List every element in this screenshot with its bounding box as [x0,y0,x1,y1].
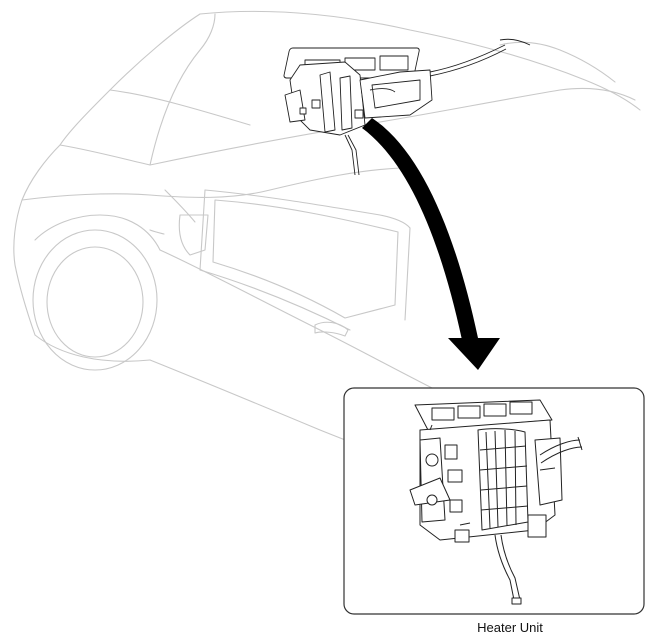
heater-unit-detail [409,399,583,605]
diagram-caption: Heater Unit [477,620,543,635]
car-outline-icon [13,10,641,456]
curved-arrow-icon [362,118,500,370]
